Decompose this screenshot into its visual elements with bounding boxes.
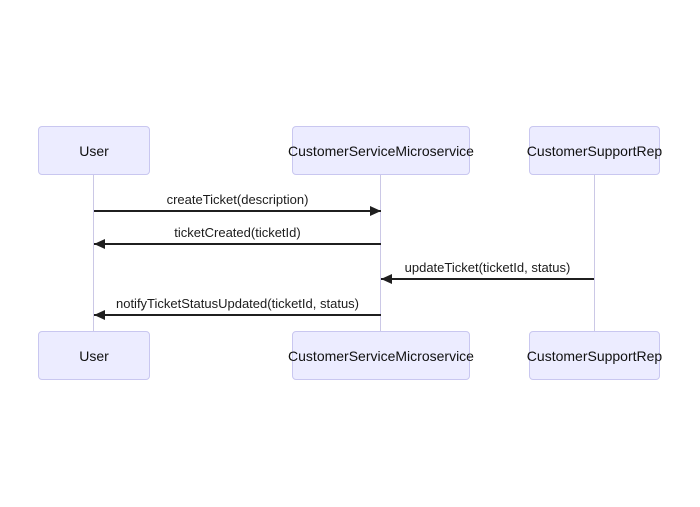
- actor-box-user-top: User: [38, 126, 150, 175]
- message-label: notifyTicketStatusUpdated(ticketId, stat…: [115, 296, 359, 311]
- message-create-ticket: createTicket(description): [94, 190, 381, 217]
- actor-box-customer-support-rep-bottom: CustomerSupportRep: [526, 331, 663, 380]
- actor-label-user: User: [79, 347, 109, 364]
- actor-label-user: User: [79, 142, 109, 159]
- message-line: [94, 239, 381, 250]
- message-label: ticketCreated(ticketId): [174, 225, 301, 240]
- actor-box-customer-service-microservice-bottom: CustomerServiceMicroservice: [288, 331, 474, 380]
- actor-box-customer-service-microservice-top: CustomerServiceMicroservice: [288, 126, 474, 175]
- actor-box-customer-support-rep-top: CustomerSupportRep: [526, 126, 663, 175]
- lifeline-customer-service-microservice: [380, 175, 381, 331]
- message-label: updateTicket(ticketId, status): [404, 260, 571, 275]
- lifeline-user: [93, 175, 94, 331]
- actor-box-user-bottom: User: [38, 331, 150, 380]
- lifeline-customer-support-rep: [594, 175, 595, 331]
- message-line: [94, 310, 381, 321]
- arrowhead-left-icon: [381, 274, 392, 285]
- message-label: createTicket(description): [166, 192, 309, 207]
- actor-label-customer-service-microservice: CustomerServiceMicroservice: [288, 142, 474, 159]
- message-line: [94, 206, 381, 217]
- message-ticket-created: ticketCreated(ticketId): [94, 223, 381, 250]
- actor-label-customer-service-microservice: CustomerServiceMicroservice: [288, 347, 474, 364]
- arrowhead-left-icon: [94, 239, 105, 250]
- arrowhead-right-icon: [370, 206, 381, 217]
- message-notify-ticket-status-updated: notifyTicketStatusUpdated(ticketId, stat…: [94, 294, 381, 321]
- actor-label-customer-support-rep: CustomerSupportRep: [526, 142, 663, 159]
- actor-label-customer-support-rep: CustomerSupportRep: [526, 347, 663, 364]
- message-line: [381, 274, 594, 285]
- arrowhead-left-icon: [94, 310, 105, 321]
- message-update-ticket: updateTicket(ticketId, status): [381, 258, 594, 285]
